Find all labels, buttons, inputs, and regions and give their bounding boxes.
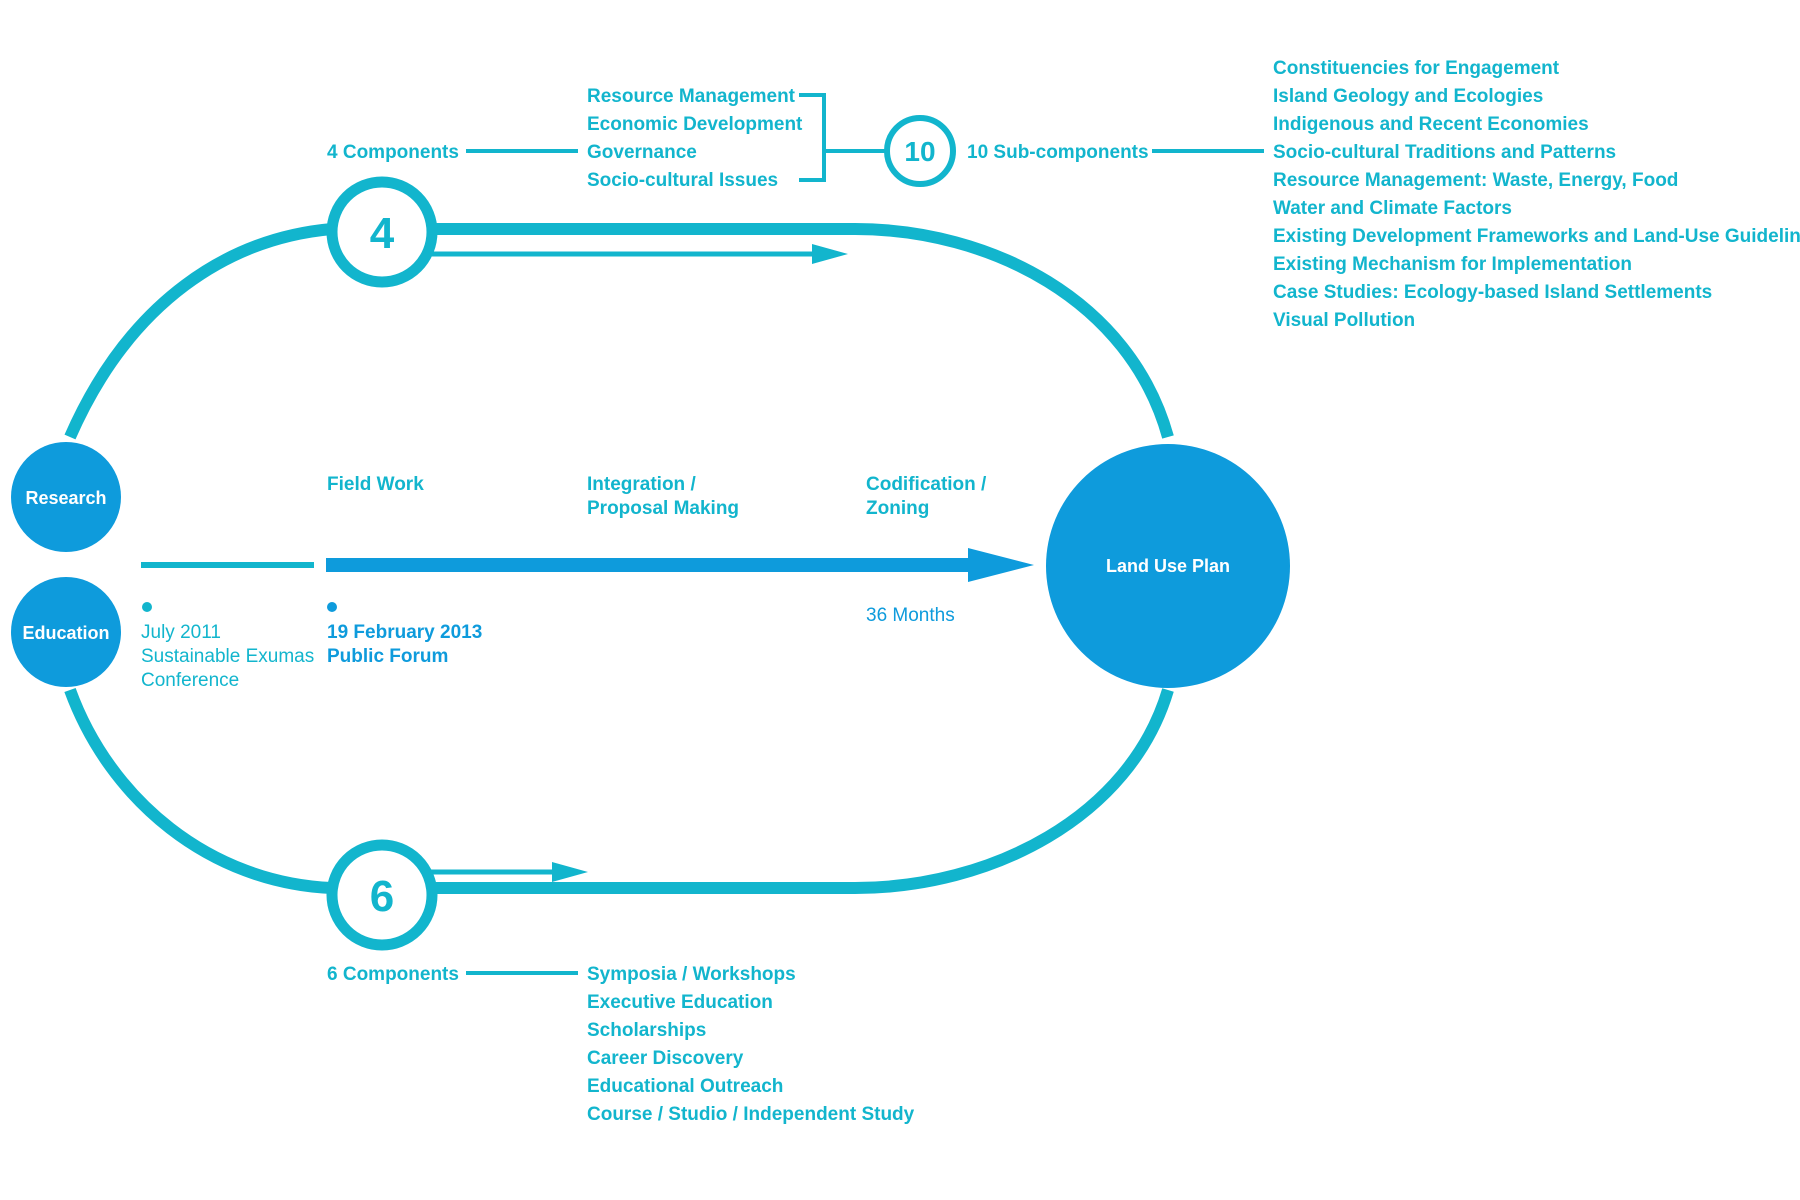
education-count-circle [326, 839, 438, 951]
forum-milestone-line2: Public Forum [327, 646, 448, 667]
sub-components-list: Constituencies for Engagement Island Geo… [1273, 58, 1800, 331]
research-components-list: Resource Management Economic Development… [587, 86, 803, 191]
start-milestone-line3: Conference [141, 670, 239, 691]
sub-component: Water and Climate Factors [1273, 198, 1512, 219]
sub-components-label: 10 Sub-components [967, 142, 1149, 163]
duration-label: 36 Months [866, 605, 955, 626]
sub-component: Resource Management: Waste, Energy, Food [1273, 170, 1678, 191]
components-bracket [799, 93, 826, 182]
sub-component: Existing Mechanism for Implementation [1273, 254, 1632, 275]
research-component: Economic Development [587, 114, 803, 135]
sub-component: Indigenous and Recent Economies [1273, 114, 1589, 135]
sub-component: Visual Pollution [1273, 310, 1415, 331]
sub-count-circle [884, 115, 956, 187]
research-component: Governance [587, 142, 697, 163]
research-component: Socio-cultural Issues [587, 170, 778, 191]
education-component: Scholarships [587, 1020, 706, 1041]
education-components-label: 6 Components [327, 964, 459, 985]
sub-component: Constituencies for Engagement [1273, 58, 1560, 79]
education-components-list: Symposia / Workshops Executive Education… [587, 964, 915, 1125]
phase-codification-line1: Codification / [866, 474, 987, 495]
education-component: Symposia / Workshops [587, 964, 796, 985]
education-component: Career Discovery [587, 1048, 744, 1069]
timeline-main-arrowhead [968, 548, 1034, 582]
land-use-plan-node [1046, 444, 1290, 688]
education-component: Educational Outreach [587, 1076, 783, 1097]
start-milestone-line1: July 2011 [141, 622, 221, 643]
education-component: Executive Education [587, 992, 773, 1013]
research-node-label: Research [25, 488, 106, 508]
research-count-circle [326, 176, 438, 288]
sub-component: Island Geology and Ecologies [1273, 86, 1543, 107]
education-component: Course / Studio / Independent Study [587, 1104, 915, 1125]
timeline-main-arrow-shaft [326, 558, 971, 572]
research-track-arrowhead [812, 244, 848, 264]
sub-component: Socio-cultural Traditions and Patterns [1273, 142, 1616, 163]
research-component: Resource Management [587, 86, 796, 107]
start-milestone-dot [142, 602, 152, 612]
phase-field-work: Field Work [327, 474, 424, 495]
sub-count: 10 [904, 136, 935, 167]
sub-component: Case Studies: Ecology-based Island Settl… [1273, 282, 1712, 303]
land-use-plan-label: Land Use Plan [1106, 556, 1230, 576]
education-node-label: Education [22, 623, 109, 643]
phase-integration-line2: Proposal Making [587, 498, 739, 519]
research-components-label: 4 Components [327, 142, 459, 163]
forum-milestone-dot [327, 602, 337, 612]
forum-milestone-line1: 19 February 2013 [327, 622, 482, 643]
education-count: 6 [370, 872, 394, 921]
research-node [11, 442, 121, 552]
education-track-arrowhead [552, 862, 588, 882]
sub-component: Existing Development Frameworks and Land… [1273, 226, 1800, 247]
phase-integration-line1: Integration / [587, 474, 696, 495]
upper-loop-arc [64, 223, 1174, 440]
phase-codification-line2: Zoning [866, 498, 929, 519]
lower-loop-arc [64, 687, 1174, 894]
start-milestone-line2: Sustainable Exumas [141, 646, 314, 667]
research-count: 4 [370, 209, 395, 258]
education-node [11, 577, 121, 687]
